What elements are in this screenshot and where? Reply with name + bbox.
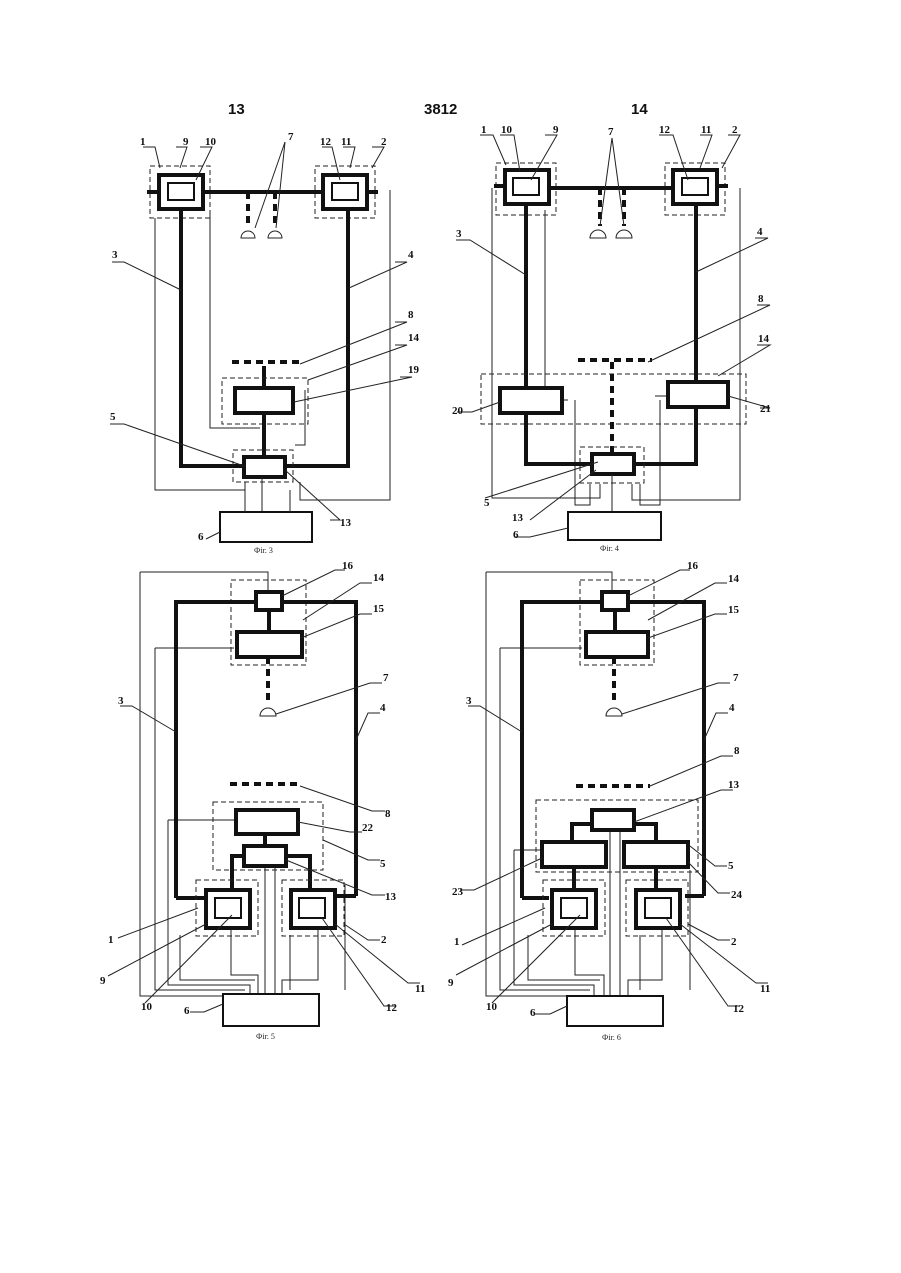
label-1: 1 bbox=[481, 124, 487, 136]
figure-4-caption: Фіг. 4 bbox=[600, 544, 619, 553]
label-13: 13 bbox=[385, 891, 397, 903]
label-3: 3 bbox=[456, 228, 462, 240]
label-8: 8 bbox=[408, 309, 414, 321]
label-1: 1 bbox=[140, 136, 146, 148]
label-13: 13 bbox=[340, 517, 352, 529]
label-7: 7 bbox=[608, 126, 614, 138]
figure-4: 1 10 9 12 11 2 7 3 4 8 14 20 21 5 13 6 Ф… bbox=[452, 124, 771, 553]
label-14: 14 bbox=[408, 332, 420, 344]
label-1: 1 bbox=[454, 936, 460, 948]
label-11: 11 bbox=[415, 983, 425, 995]
label-16: 16 bbox=[687, 560, 699, 572]
label-20: 20 bbox=[452, 405, 464, 417]
label-9: 9 bbox=[100, 975, 106, 987]
label-24: 24 bbox=[731, 889, 743, 901]
label-2: 2 bbox=[731, 936, 737, 948]
figure-3-caption: Фіг. 3 bbox=[254, 546, 273, 555]
label-4: 4 bbox=[408, 249, 414, 261]
figure-5: 16 14 15 7 3 4 8 22 5 13 1 2 9 11 10 12 … bbox=[100, 560, 425, 1041]
label-16: 16 bbox=[342, 560, 354, 572]
label-5: 5 bbox=[110, 411, 116, 423]
label-9: 9 bbox=[553, 124, 559, 136]
figure-5-caption: Фіг. 5 bbox=[256, 1032, 275, 1041]
figure-6-caption: Фіг. 6 bbox=[602, 1033, 621, 1042]
label-3: 3 bbox=[118, 695, 124, 707]
label-15: 15 bbox=[373, 603, 385, 615]
label-19: 19 bbox=[408, 364, 420, 376]
label-2: 2 bbox=[381, 934, 387, 946]
label-21: 21 bbox=[760, 403, 771, 415]
label-10: 10 bbox=[141, 1001, 153, 1013]
label-11: 11 bbox=[341, 136, 351, 148]
label-2: 2 bbox=[381, 136, 387, 148]
label-5: 5 bbox=[728, 860, 734, 872]
label-13: 13 bbox=[512, 512, 524, 524]
label-14: 14 bbox=[728, 573, 740, 585]
label-3: 3 bbox=[112, 249, 118, 261]
label-4: 4 bbox=[380, 702, 386, 714]
label-8: 8 bbox=[385, 808, 391, 820]
label-8: 8 bbox=[758, 293, 764, 305]
label-10: 10 bbox=[486, 1001, 498, 1013]
label-4: 4 bbox=[757, 226, 763, 238]
label-7: 7 bbox=[288, 131, 294, 143]
label-5: 5 bbox=[484, 497, 490, 509]
label-9: 9 bbox=[448, 977, 454, 989]
label-4: 4 bbox=[729, 702, 735, 714]
label-6: 6 bbox=[513, 529, 519, 541]
label-23: 23 bbox=[452, 886, 464, 898]
label-8: 8 bbox=[734, 745, 740, 757]
label-10: 10 bbox=[205, 136, 217, 148]
label-6: 6 bbox=[198, 531, 204, 543]
figure-3: 1 9 10 12 11 2 7 3 4 8 14 19 5 13 6 Фіг.… bbox=[110, 131, 420, 555]
label-10: 10 bbox=[501, 124, 513, 136]
label-9: 9 bbox=[183, 136, 189, 148]
label-7: 7 bbox=[733, 672, 739, 684]
label-12: 12 bbox=[659, 124, 671, 136]
label-12: 12 bbox=[733, 1003, 745, 1015]
label-11: 11 bbox=[760, 983, 770, 995]
label-15: 15 bbox=[728, 604, 740, 616]
label-12: 12 bbox=[320, 136, 332, 148]
label-14: 14 bbox=[373, 572, 385, 584]
figure-6: 16 14 15 7 3 4 8 13 5 23 24 1 2 9 11 10 … bbox=[448, 560, 770, 1042]
label-3: 3 bbox=[466, 695, 472, 707]
label-11: 11 bbox=[701, 124, 711, 136]
label-6: 6 bbox=[184, 1005, 190, 1017]
label-12: 12 bbox=[386, 1002, 398, 1014]
label-14: 14 bbox=[758, 333, 770, 345]
label-2: 2 bbox=[732, 124, 738, 136]
label-22: 22 bbox=[362, 822, 374, 834]
label-13: 13 bbox=[728, 779, 740, 791]
label-7: 7 bbox=[383, 672, 389, 684]
label-1: 1 bbox=[108, 934, 114, 946]
label-6: 6 bbox=[530, 1007, 536, 1019]
label-5: 5 bbox=[380, 858, 386, 870]
